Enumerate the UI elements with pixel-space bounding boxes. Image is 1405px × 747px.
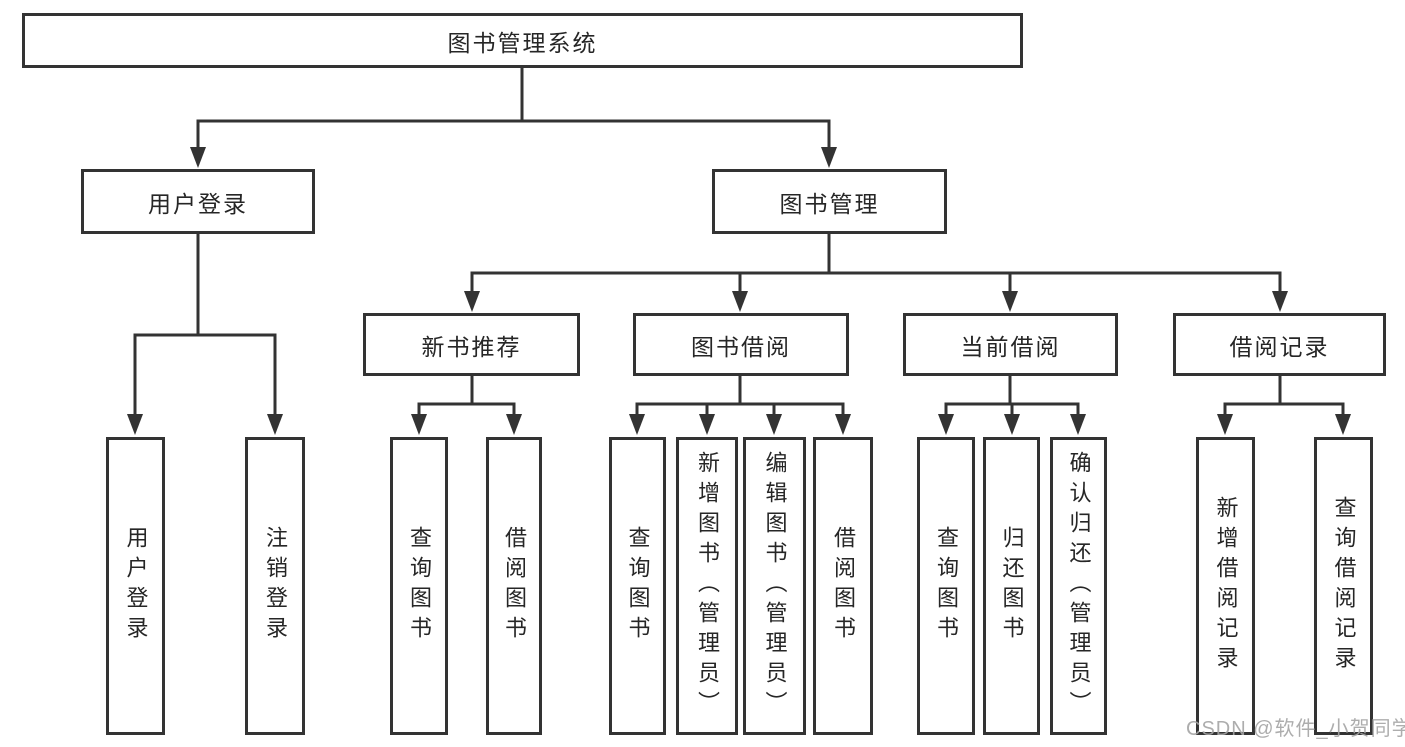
node-label: 查询图书: [625, 526, 651, 646]
leaf-borrow-books: 借阅图书: [813, 437, 873, 735]
node-label: 图书管理系统: [447, 29, 598, 56]
leaf-confirm-return-admin: 确认归还（管理员）: [1050, 437, 1107, 735]
leaf-query-borrow-record: 查询借阅记录: [1314, 437, 1373, 735]
node-label: 借阅记录: [1229, 333, 1330, 360]
node-label: 用户登录: [148, 190, 248, 217]
node-new-book-recommend: 新书推荐: [363, 313, 580, 376]
node-label: 编辑图书（管理员）: [762, 451, 788, 721]
node-label: 确认归还（管理员）: [1066, 451, 1092, 721]
node-label: 查询图书: [934, 526, 959, 646]
node-label: 图书借阅: [691, 333, 791, 360]
node-label: 用户登录: [123, 526, 149, 646]
node-label: 新增图书（管理员）: [695, 451, 720, 721]
node-label: 借阅图书: [502, 526, 527, 646]
arrowheads: [127, 147, 1351, 435]
leaf-borrow-books-recommend: 借阅图书: [486, 437, 542, 735]
node-book-borrow: 图书借阅: [633, 313, 849, 376]
node-label: 注销登录: [263, 526, 288, 646]
leaf-add-borrow-record: 新增借阅记录: [1196, 437, 1255, 735]
node-root: 图书管理系统: [22, 13, 1023, 68]
leaf-user-login: 用户登录: [106, 437, 165, 735]
node-label: 新增借阅记录: [1213, 496, 1239, 676]
leaf-logout: 注销登录: [245, 437, 305, 735]
node-label: 新书推荐: [421, 333, 522, 360]
node-label: 图书管理: [779, 190, 880, 217]
leaf-query-books-current: 查询图书: [917, 437, 975, 735]
node-current-borrow: 当前借阅: [903, 313, 1118, 376]
node-label: 查询借阅记录: [1331, 496, 1357, 676]
node-label: 归还图书: [999, 526, 1025, 646]
node-user-login: 用户登录: [81, 169, 315, 234]
leaf-add-book-admin: 新增图书（管理员）: [676, 437, 738, 735]
leaf-edit-book-admin: 编辑图书（管理员）: [743, 437, 806, 735]
node-label: 查询图书: [407, 526, 432, 646]
leaf-query-books-borrow: 查询图书: [609, 437, 666, 735]
leaf-query-books-recommend: 查询图书: [390, 437, 448, 735]
leaf-return-book: 归还图书: [983, 437, 1040, 735]
watermark: CSDN @软件_小贺同学: [1186, 718, 1405, 740]
node-label: 借阅图书: [831, 526, 856, 646]
node-borrow-records: 借阅记录: [1173, 313, 1386, 376]
node-label: 当前借阅: [960, 333, 1061, 360]
node-book-management: 图书管理: [712, 169, 947, 234]
